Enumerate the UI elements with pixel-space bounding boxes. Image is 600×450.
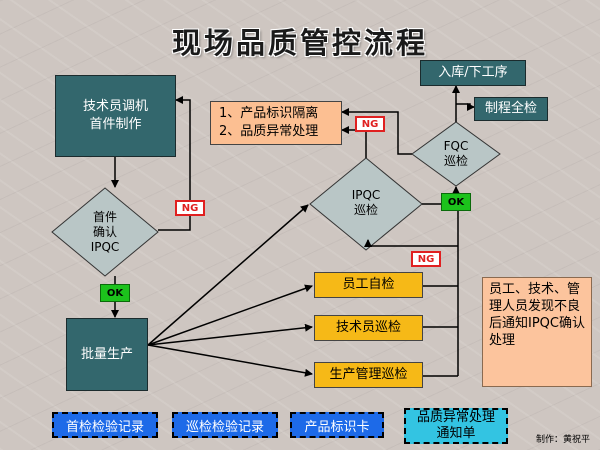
arrow-feedback-ng	[364, 239, 458, 247]
ng-tag-first-piece: NG	[175, 200, 205, 216]
record-patrol-inspection: 巡检检验记录	[172, 412, 278, 438]
tech-patrol-label: 技术员巡检	[335, 320, 401, 335]
page-title: 现场品质管控流程	[171, 26, 428, 60]
first-piece-line3: IPQC	[90, 240, 120, 254]
ipqc-patrol-label: IPQC 巡检	[341, 188, 391, 218]
ipqc-patrol-line2: 巡检	[353, 203, 378, 217]
self-check-box: 员工自检	[314, 272, 423, 298]
handling-line1: 1、产品标识隔离	[219, 106, 319, 121]
ipqc-patrol-line1: IPQC	[351, 188, 381, 202]
tech-debug-line1: 技术员调机	[82, 99, 148, 114]
ok-tag-ipqc: OK	[441, 193, 471, 211]
first-piece-line1: 首件	[92, 210, 117, 224]
arrow-fqc-ng	[341, 108, 412, 155]
author-credit: 制作：黄祝平	[535, 435, 590, 445]
notice-note: 员工、技术、管理人员发现不良后通知IPQC确认处理	[482, 277, 592, 387]
tech-debug-box: 技术员调机 首件制作	[55, 75, 176, 157]
handling-line2: 2、品质异常处理	[219, 124, 319, 139]
ng-tag-ipqc: NG	[355, 116, 385, 132]
tech-patrol-box: 技术员巡检	[314, 315, 423, 341]
ok-tag-first-piece: OK	[100, 284, 130, 302]
mass-production-box: 批量生产	[66, 318, 148, 391]
arrow-mass-to-self	[147, 284, 313, 346]
fqc-patrol-line1: FQC	[443, 139, 469, 153]
mgmt-patrol-box: 生产管理巡检	[314, 362, 423, 388]
handling-box: 1、产品标识隔离 2、品质异常处理	[210, 101, 342, 145]
first-piece-line2: 确认	[92, 225, 117, 239]
warehouse-box: 入库/下工序	[420, 60, 526, 86]
tech-debug-line2: 首件制作	[89, 117, 142, 132]
arrow-mass-to-mgmt	[147, 344, 313, 377]
arrow-mass-to-ipqc	[147, 204, 309, 346]
mgmt-patrol-label: 生产管理巡检	[329, 367, 408, 382]
ng-tag-feedback: NG	[411, 251, 441, 267]
fqc-patrol-line2: 巡检	[443, 154, 468, 168]
arrow-ipqc-ng	[341, 126, 367, 158]
fqc-patrol-label: FQC 巡检	[431, 139, 481, 169]
record-product-tag: 产品标识卡	[290, 412, 384, 438]
warehouse-label: 入库/下工序	[438, 65, 508, 80]
first-piece-label: 首件 确认 IPQC	[80, 210, 130, 255]
mass-production-label: 批量生产	[80, 346, 133, 362]
full-check-label: 制程全检	[484, 101, 537, 116]
full-check-box: 制程全检	[474, 97, 548, 121]
first-piece-diamond	[51, 187, 159, 277]
arrow-fqc-to-fullcheck	[456, 103, 475, 111]
record-first-inspection: 首检检验记录	[52, 412, 158, 438]
self-check-label: 员工自检	[342, 277, 395, 292]
ipqc-diamond	[309, 157, 423, 251]
arrow-confirm-ng-back	[158, 96, 191, 231]
record-abnormal-notice: 品质异常处理通知单	[404, 408, 508, 444]
arrow-mass-to-tech	[147, 323, 313, 346]
